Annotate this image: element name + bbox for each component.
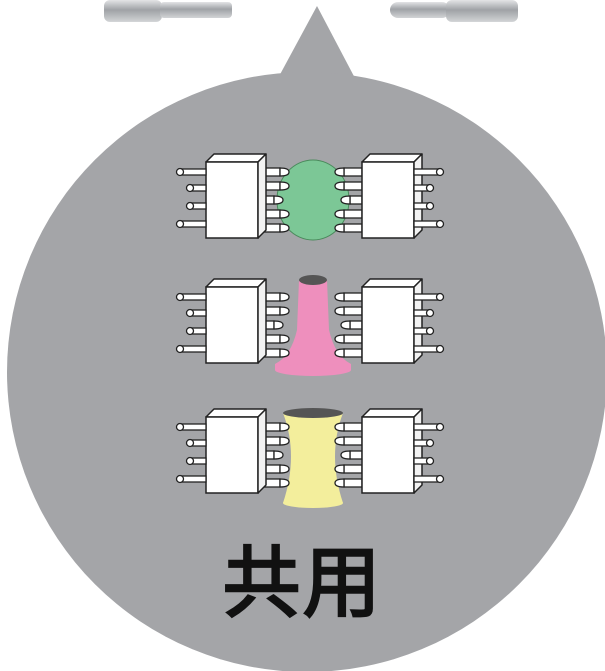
fixtures-group (175, 153, 445, 508)
right-clamp-block (361, 408, 445, 494)
rod-end-right-icon (385, 0, 535, 50)
waisted-cylinder-piece-icon (283, 408, 343, 508)
fixture-flared (175, 275, 445, 376)
rod-end-left-icon (100, 0, 240, 50)
left-clamp-block (175, 153, 267, 239)
caption-label: 共用 (222, 539, 383, 629)
flared-cylinder-piece-icon (275, 275, 351, 376)
right-clamp-block (361, 153, 445, 239)
left-clamp-block (175, 408, 267, 494)
right-clamp-block (361, 278, 445, 364)
left-clamp-block (175, 278, 267, 364)
fixture-sphere (175, 153, 445, 241)
fixture-waisted (175, 408, 445, 508)
